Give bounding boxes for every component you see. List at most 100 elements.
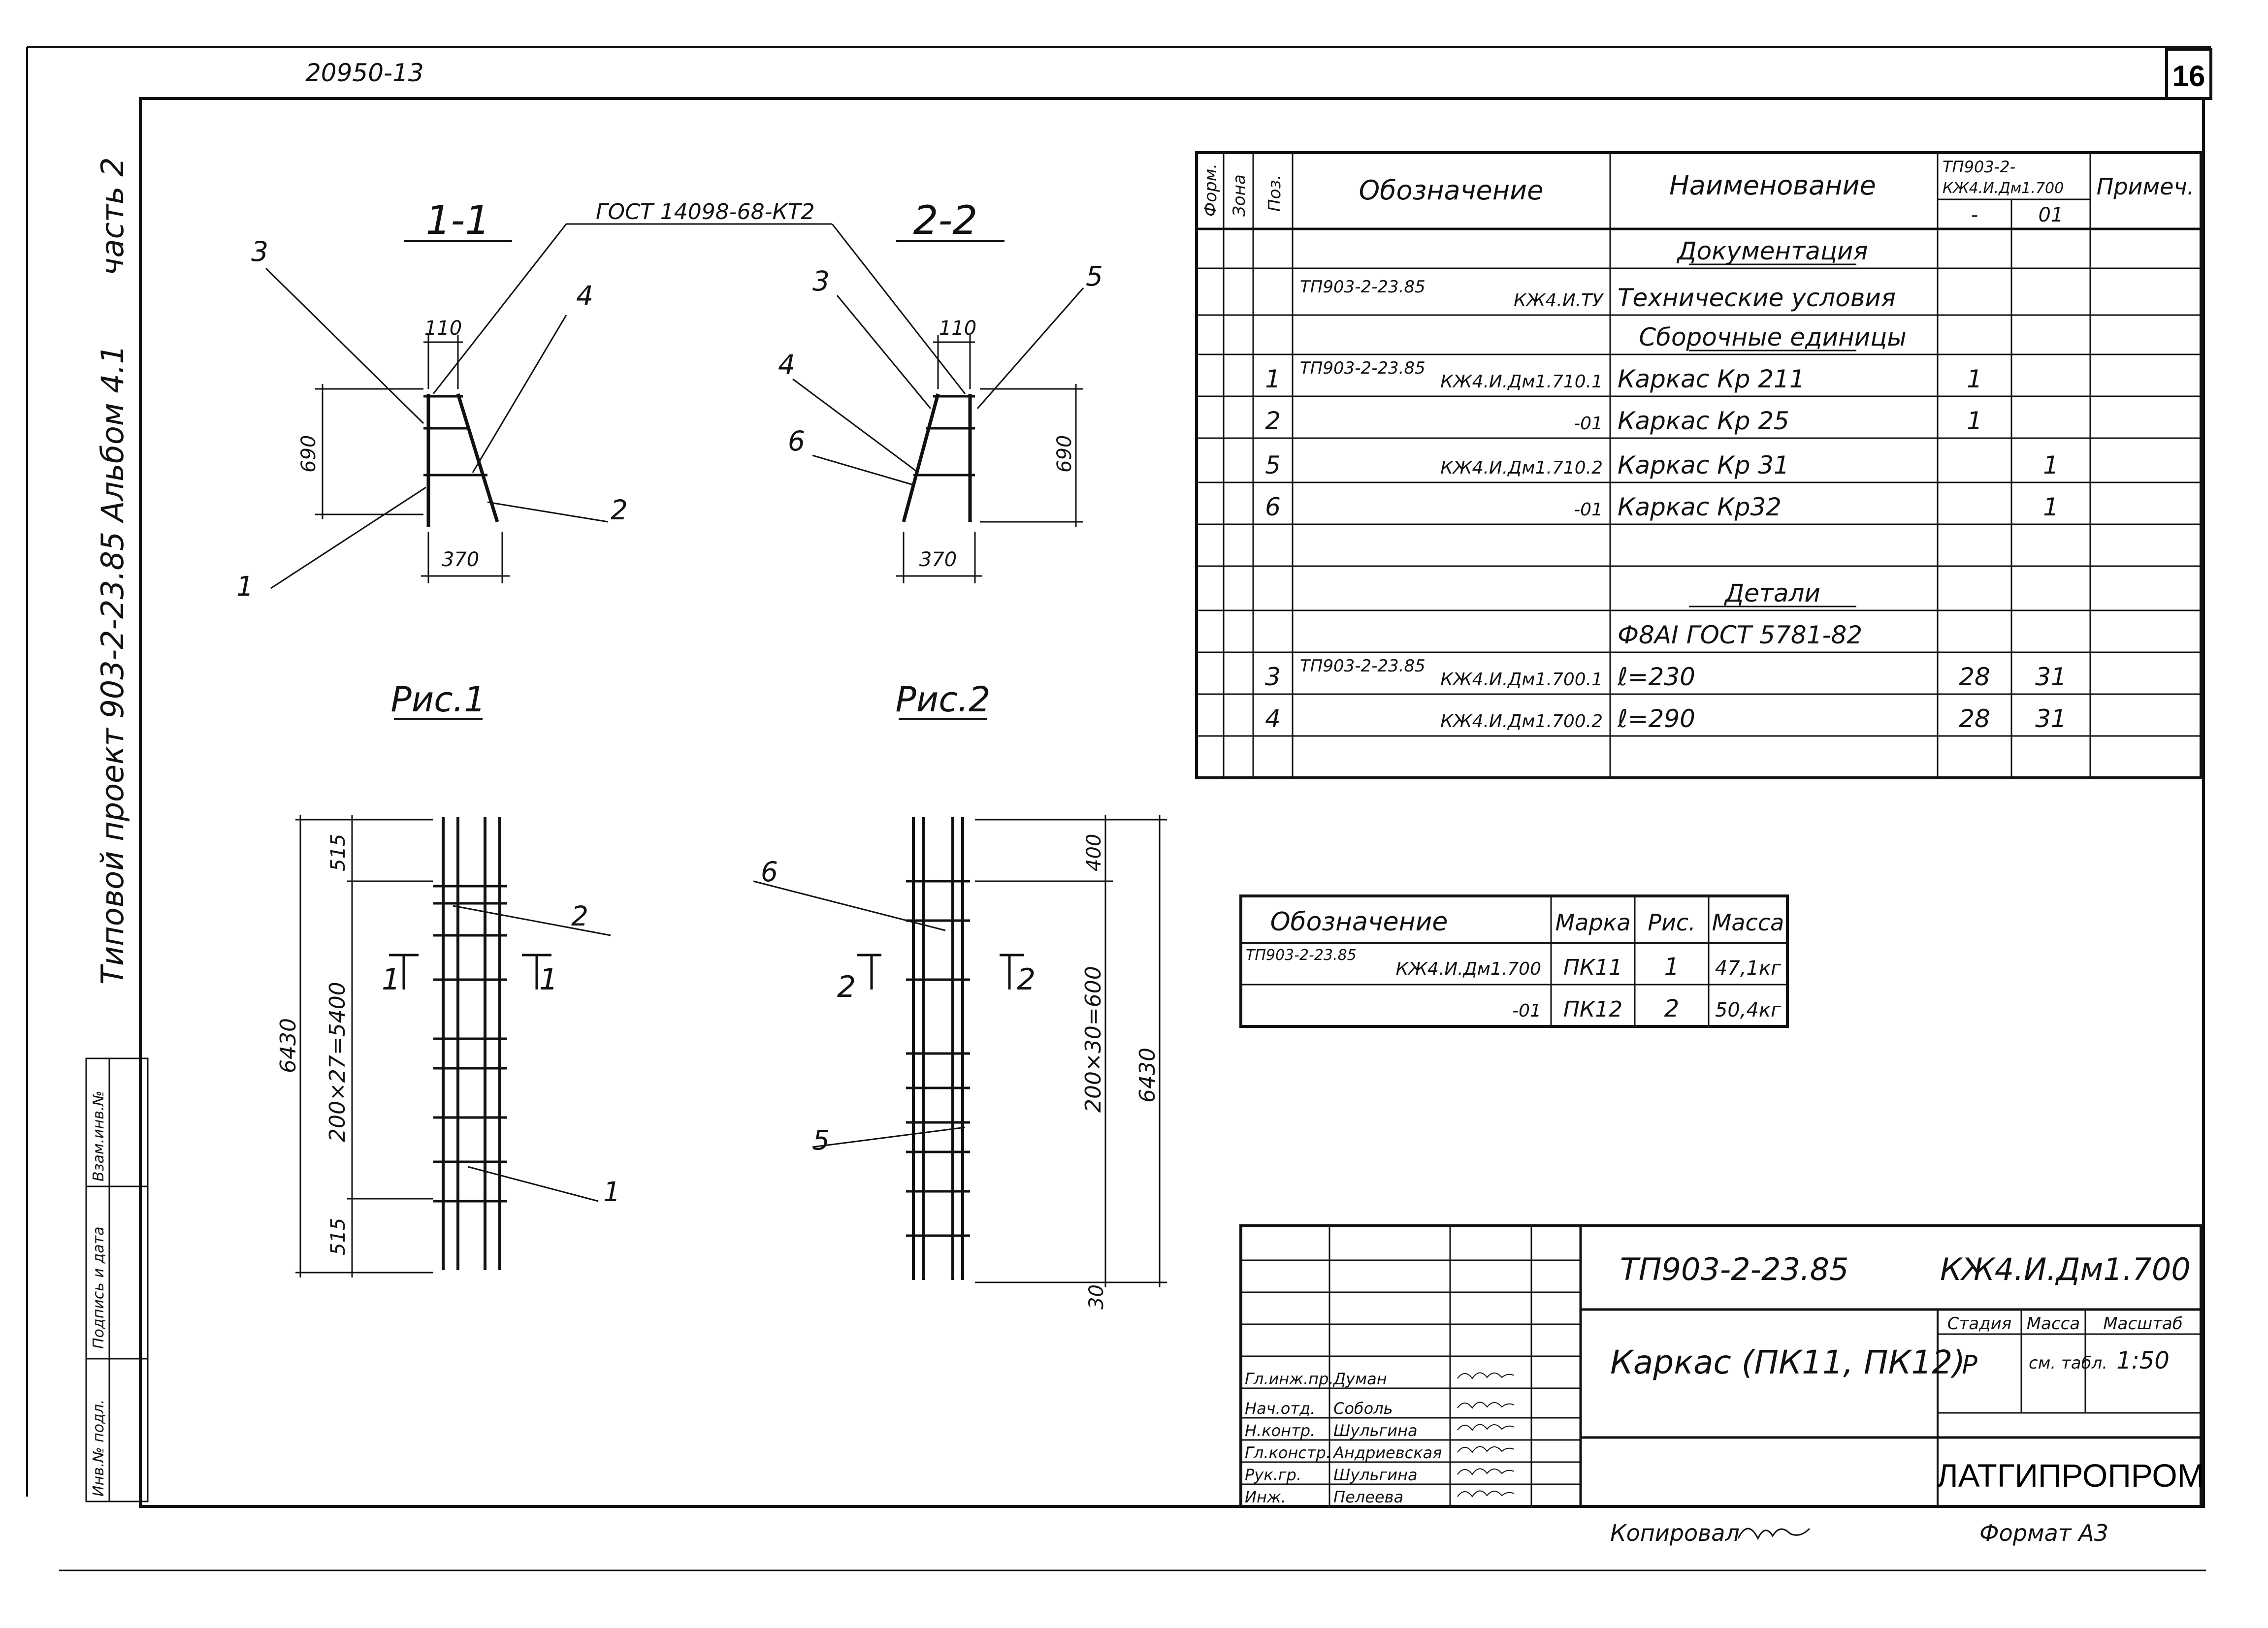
- fig-1-callout-2: 2: [571, 900, 588, 932]
- section-1-title: 1-1: [426, 197, 490, 243]
- fig-2-callout-5: 5: [812, 1124, 830, 1156]
- fig-2-section-mark-right: 2: [1017, 962, 1036, 997]
- side-part: часть 2: [95, 157, 130, 276]
- archive-number: 20950-13: [305, 59, 424, 87]
- spec-row-qty-base: 1: [1967, 365, 1982, 393]
- section-2-dim-top: 110: [939, 317, 976, 340]
- spec-row-designation-suffix: -01: [1574, 414, 1603, 434]
- section-1-dim-top: 110: [424, 317, 462, 340]
- section-1-callout-1: 1: [236, 571, 254, 602]
- spec-row-qty-01: 31: [2035, 704, 2067, 733]
- section-2-dim-height: 690: [1053, 435, 1076, 473]
- spec-row-name: Каркас Кр 31: [1618, 451, 1789, 479]
- spec-header-zone: Зона: [1230, 174, 1249, 217]
- section-2-callout-5: 5: [1086, 260, 1103, 292]
- title-block: ТП903-2-23.85 КЖ4.И.Дм1.700 Каркас (ПК11…: [1239, 1224, 2204, 1546]
- spec-row-name: Ф8АI ГОСТ 5781-82: [1618, 621, 1862, 649]
- fig-1-section-mark-left: 1: [382, 962, 400, 997]
- spec-row-qty-01: 1: [2043, 451, 2059, 479]
- fig-1-dim-mid: 200×27=5400: [325, 982, 350, 1142]
- mass-header-mark: Марка: [1555, 909, 1630, 936]
- spec-row-designation-suffix: КЖ4.И.Дм1.710.2: [1440, 458, 1603, 478]
- mass-table: Обозначение Марка Рис. Масса ТП903-2-23.…: [1239, 894, 1789, 1028]
- spec-row-designation-suffix: КЖ4.И.Дм1.700.2: [1440, 711, 1603, 732]
- fig-2-dim-top: 400: [1083, 834, 1105, 871]
- title-doc-code: КЖ4.И.Дм1.700: [1940, 1251, 2191, 1287]
- signature-name: Шульгина: [1333, 1466, 1418, 1484]
- signature-scribble: [1457, 1468, 1515, 1475]
- signature-scribble: [1457, 1372, 1515, 1379]
- spec-row-designation: ТП903-2-23.85: [1300, 358, 1426, 378]
- left-stamp: Инв.№ подл. Подпись и дата Взам.инв.№: [85, 1057, 149, 1502]
- mass-row-mark: ПК12: [1563, 997, 1622, 1022]
- section-2-2: 2-2 110 690 370 3 5 4 6: [778, 197, 1103, 583]
- section-1-callout-2: 2: [611, 494, 628, 526]
- signature-scribble: [1457, 1446, 1515, 1453]
- fig-1-title: Рис.1: [391, 679, 486, 720]
- signature-name: Пелеева: [1333, 1488, 1403, 1506]
- side-captions: часть 2 Альбом 4.1 Типовой проект 903-2-…: [95, 157, 130, 985]
- spec-row-lines: [1197, 267, 2201, 737]
- spec-row-name: Документация: [1677, 237, 1868, 265]
- mass-row-designation-suffix: -01: [1512, 1001, 1541, 1021]
- fig-2-elevation: 6430 400 200×30=600 30 2 2 6 5: [753, 815, 1167, 1309]
- signature-role: Инж.: [1245, 1488, 1286, 1506]
- mass-header-mass: Масса: [1712, 909, 1784, 936]
- title-mass-value: см. табл.: [2029, 1353, 2107, 1373]
- spec-row-name: Каркас Кр32: [1618, 493, 1782, 521]
- section-2-dim-bottom: 370: [919, 548, 957, 571]
- mass-row-mark: ПК11: [1563, 955, 1622, 980]
- spec-row-qty-base: 28: [1959, 704, 1990, 733]
- section-2-callout-4: 4: [778, 349, 795, 381]
- spec-row-pos: 6: [1265, 493, 1281, 521]
- spec-header-note: Примеч.: [2097, 173, 2195, 200]
- fig-1-section-mark-right: 1: [539, 962, 558, 997]
- spec-table: Форм. Зона Поз. Обозначение Наименование…: [1195, 151, 2203, 779]
- signature-scribble: [1457, 1424, 1515, 1431]
- title-organization: ЛАТГИПРОПРОМ: [1937, 1457, 2204, 1494]
- signature-role: Нач.отд.: [1245, 1399, 1315, 1418]
- spec-row-name: Каркас Кр 211: [1618, 365, 1805, 393]
- signature-name: Шульгина: [1333, 1421, 1418, 1440]
- spec-row-name: Технические условия: [1618, 284, 1896, 312]
- fig-1-callout-1: 1: [603, 1176, 620, 1208]
- fig-2-dim-mid: 200×30=600: [1081, 966, 1106, 1113]
- mass-row-fig: 1: [1664, 953, 1680, 981]
- mass-row-designation-suffix: КЖ4.И.Дм1.700: [1396, 959, 1541, 979]
- side-album: Альбом 4.1: [95, 345, 130, 524]
- spec-header-designation: Обозначение: [1359, 175, 1544, 206]
- section-2-callout-3: 3: [812, 265, 830, 297]
- title-drawing-title: Каркас (ПК11, ПК12): [1610, 1343, 1965, 1381]
- title-mass-label: Масса: [2027, 1314, 2080, 1334]
- spec-row-pos: 3: [1265, 663, 1281, 691]
- fig-1-dim-total: 6430: [276, 1018, 301, 1073]
- stamp-sign-date: Подпись и дата: [90, 1227, 107, 1349]
- spec-row-pos: 4: [1265, 704, 1281, 733]
- spec-row-name: Каркас Кр 25: [1618, 407, 1789, 435]
- mass-row-mass: 50,4кг: [1715, 999, 1782, 1021]
- title-project-code: ТП903-2-23.85: [1620, 1251, 1849, 1287]
- spec-row-qty-01: 31: [2035, 663, 2067, 691]
- spec-row-name: ℓ=290: [1617, 704, 1695, 733]
- title-stage: Р: [1962, 1350, 1977, 1380]
- sheet-frame: [26, 46, 2212, 1571]
- spec-row-name: ℓ=230: [1617, 663, 1695, 691]
- spec-row-qty-01: 1: [2043, 493, 2059, 521]
- copied-signature: [1737, 1528, 1811, 1540]
- sheet-number: 16: [2172, 60, 2205, 93]
- spec-header-pos: Поз.: [1265, 175, 1285, 212]
- spec-row-qty-base: 28: [1959, 663, 1990, 691]
- signature-role: Гл.инж.пр.: [1245, 1370, 1334, 1388]
- title-scale: 1:50: [2116, 1347, 2170, 1374]
- fig-2-dim-bottom: 30: [1085, 1284, 1108, 1309]
- format-label: Формат А3: [1979, 1520, 2108, 1546]
- mass-row-designation: ТП903-2-23.85: [1246, 947, 1357, 964]
- spec-row-pos: 2: [1265, 407, 1281, 435]
- side-project: Типовой проект 903-2-23.85: [95, 532, 130, 985]
- spec-row-pos: 1: [1265, 365, 1281, 393]
- fig-1-dim-bottom: 515: [327, 1218, 350, 1255]
- signature-name: Соболь: [1333, 1399, 1393, 1418]
- section-1-dim-bottom: 370: [442, 548, 479, 571]
- fig-2-dim-total: 6430: [1135, 1048, 1160, 1103]
